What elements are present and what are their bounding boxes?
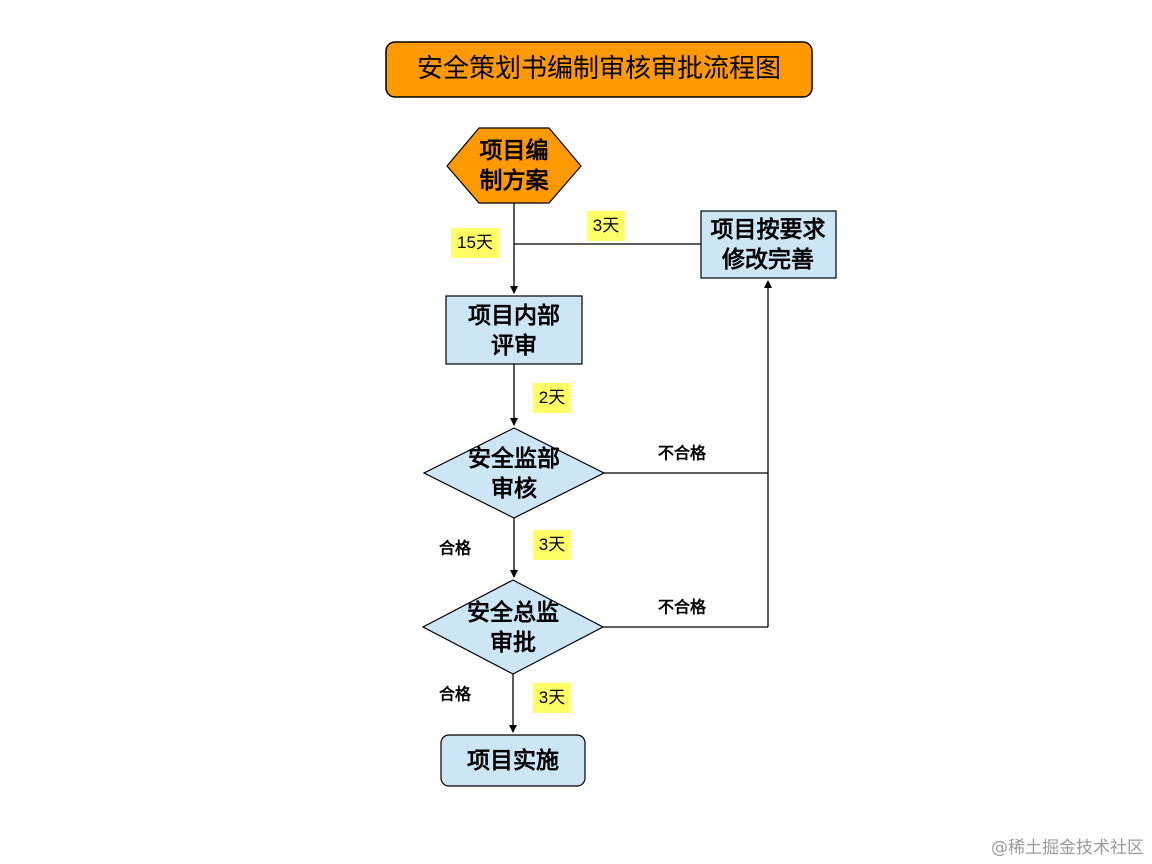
fail-label-chief: 不合格 xyxy=(657,597,707,617)
revise-node-shape xyxy=(700,210,837,279)
implement-node-label: 项目实施 xyxy=(467,746,559,776)
days-badge-review: 2天 xyxy=(532,382,572,414)
safety-dept-review-line-2: 审核 xyxy=(491,476,537,502)
watermark: @稀土掘金技术社区 xyxy=(991,838,1144,858)
start-node-shape xyxy=(446,127,582,204)
internal-review-node-label: 项目内部 评审 xyxy=(468,301,560,361)
revise-node-line-2: 修改完善 xyxy=(722,247,814,273)
internal-review-node-shape xyxy=(445,295,583,365)
start-node-line-1: 项目编 xyxy=(479,138,549,164)
chief-approval-line-2: 审批 xyxy=(490,630,536,656)
title-box xyxy=(385,41,813,98)
pass-label-chief: 合格 xyxy=(438,684,472,704)
chief-approval-line-1: 安全总监 xyxy=(467,600,559,626)
days-badge-revise: 3天 xyxy=(586,210,626,242)
page-title: 安全策划书编制审核审批流程图 xyxy=(416,54,782,85)
days-badge-chief: 3天 xyxy=(532,682,572,714)
chief-approval-label: 安全总监 审批 xyxy=(467,598,559,658)
internal-review-line-2: 评审 xyxy=(491,333,537,359)
days-badge-start: 15天 xyxy=(451,227,499,259)
safety-dept-review-label: 安全监部 审核 xyxy=(468,444,560,504)
start-node-label: 项目编 制方案 xyxy=(480,136,549,196)
internal-review-line-1: 项目内部 xyxy=(468,303,560,329)
implement-line-1: 项目实施 xyxy=(467,748,559,774)
revise-node-line-1: 项目按要求 xyxy=(710,217,826,243)
fail-label-dept: 不合格 xyxy=(657,443,707,463)
revise-node-label: 项目按要求 修改完善 xyxy=(711,215,826,275)
days-badge-dept: 3天 xyxy=(532,529,572,561)
implement-node-shape xyxy=(440,734,586,787)
safety-dept-review-line-1: 安全监部 xyxy=(468,446,560,472)
start-node-line-2: 制方案 xyxy=(479,168,549,194)
pass-label-dept: 合格 xyxy=(438,538,472,558)
